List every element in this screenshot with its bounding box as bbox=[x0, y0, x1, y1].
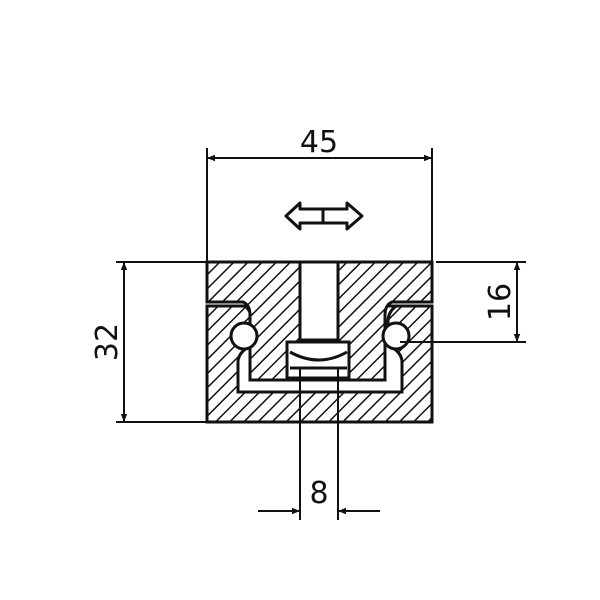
dimension-slot-width-label: 8 bbox=[309, 476, 328, 511]
ball-left bbox=[229, 321, 259, 351]
dimension-carriage-height-label: 16 bbox=[483, 283, 518, 321]
carriage bbox=[205, 260, 434, 382]
dimension-width bbox=[206, 148, 433, 262]
slot bbox=[298, 260, 340, 342]
dimension-width-label: 45 bbox=[300, 125, 338, 160]
dimension-carriage-height bbox=[400, 261, 526, 343]
dimension-height bbox=[116, 261, 207, 423]
dimension-slot-width bbox=[258, 368, 380, 520]
dimension-height-label: 32 bbox=[90, 323, 125, 361]
ball-right bbox=[381, 321, 411, 351]
slider-piece bbox=[285, 340, 351, 380]
double-arrow-icon bbox=[284, 201, 364, 231]
